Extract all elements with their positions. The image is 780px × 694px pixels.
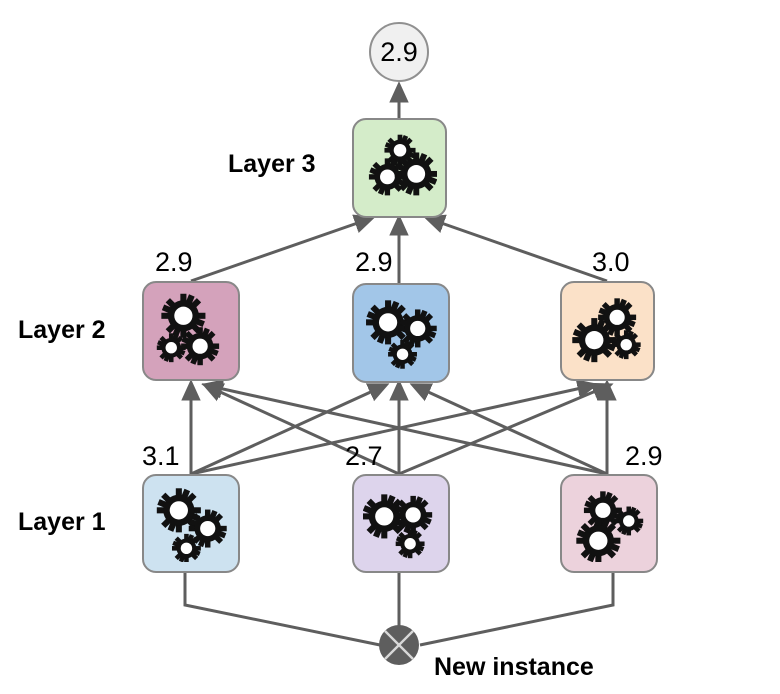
layer-label-layer-2: Layer 2 (18, 316, 106, 344)
layer1-node-2[interactable] (352, 474, 450, 573)
layer2-node-1-value: 2.9 (155, 247, 193, 277)
gears-icon (571, 298, 641, 363)
edge-instance-to-l1n3 (419, 573, 615, 647)
layer1-node-3-value: 2.9 (625, 441, 663, 471)
layer2-node-1[interactable] (142, 281, 240, 381)
edge-l1n3-to-l2n2 (413, 385, 608, 476)
layer-label-layer-3: Layer 3 (228, 150, 316, 178)
layer2-node-2-value: 2.9 (355, 247, 393, 277)
output-value-circle: 2.9 (369, 22, 429, 82)
new-instance-node[interactable] (379, 625, 419, 665)
edge-l2n1-to-l3 (190, 218, 372, 283)
layer2-node-3[interactable] (560, 281, 655, 381)
crossed-circle-icon (379, 625, 419, 665)
gears-icon (576, 490, 644, 562)
layer2-node-2[interactable] (352, 283, 450, 383)
output-value-text: 2.9 (380, 36, 418, 67)
edge-l1n1-to-l2n2 (190, 385, 386, 476)
edge-l1n1-to-l2n3 (190, 385, 595, 476)
layer3-node-1[interactable] (352, 118, 447, 218)
edge-l1n2-to-l2n3 (398, 385, 610, 476)
edge-l1n2-to-l2n1 (205, 385, 400, 476)
gears-icon (368, 134, 437, 196)
gears-icon (156, 293, 220, 366)
layer1-node-1-value: 3.1 (142, 441, 180, 471)
edge-instance-to-l1n1 (183, 573, 381, 647)
layer1-node-2-value: 2.7 (345, 441, 383, 471)
layer2-node-3-value: 3.0 (592, 247, 630, 277)
gears-icon (363, 493, 433, 558)
edge-l1n3-to-l2n1 (205, 385, 608, 476)
new-instance-label: New instance (434, 653, 594, 681)
layer1-node-1[interactable] (142, 474, 240, 573)
layer1-node-3[interactable] (560, 474, 658, 573)
layer-label-layer-1: Layer 1 (18, 508, 106, 536)
edge-l2n3-to-l3 (427, 218, 608, 283)
gears-icon (156, 487, 227, 562)
gears-icon (366, 300, 437, 369)
